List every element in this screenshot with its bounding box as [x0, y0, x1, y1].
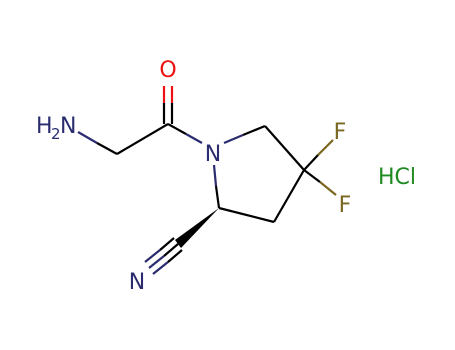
bond-nitrile-3-n: [152, 261, 169, 275]
bond-c4-f-top-c: [303, 154, 319, 171]
bond-ch2-carbonyl: [116, 123, 169, 155]
bond-ring-c3-c2: [218, 206, 275, 224]
bond-ring-c5-c4: [264, 125, 305, 171]
ring-nitrogen-label: N: [205, 142, 221, 167]
fluorine-bottom-label: F: [339, 193, 352, 218]
bond-amine-ch2-n: [77, 131, 98, 144]
wedge-bond-stereocenter: [175, 208, 219, 248]
bond-ring-c2-n-c: [214, 185, 221, 209]
bond-amine-ch2-c: [96, 142, 118, 155]
bond-nitrile-1-n: [144, 249, 161, 263]
nitrile-nitrogen-label: N: [129, 270, 145, 295]
amine-n-label: N: [60, 114, 76, 139]
bond-carbonyl-ring-n-c: [167, 123, 187, 135]
bond-nitrile-2-c: [163, 243, 179, 257]
bond-ring-c4-c3: [273, 169, 305, 223]
oxygen-label: O: [159, 58, 176, 83]
bond-ring-n-c5-n: [223, 133, 244, 145]
bond-ring-c2-n-n: [212, 164, 218, 187]
amine-h-label: H: [36, 114, 53, 139]
bond-nitrile-3-c: [167, 249, 183, 263]
bond-nitrile-2-n: [148, 255, 165, 269]
amine-subscript-label: 2: [51, 125, 61, 143]
fluorine-top-label: F: [334, 120, 347, 145]
bond-carbonyl-ring-n-n: [185, 133, 203, 144]
bond-ring-n-c5-c: [242, 124, 266, 137]
hcl-counterion-label: HCl: [378, 165, 416, 190]
bond-nitrile-1-c: [159, 237, 175, 251]
bond-c4-f-bottom-c: [303, 169, 321, 183]
bond-c4-f-top-f: [317, 139, 334, 156]
bond-c4-f-bottom-f: [319, 181, 337, 196]
